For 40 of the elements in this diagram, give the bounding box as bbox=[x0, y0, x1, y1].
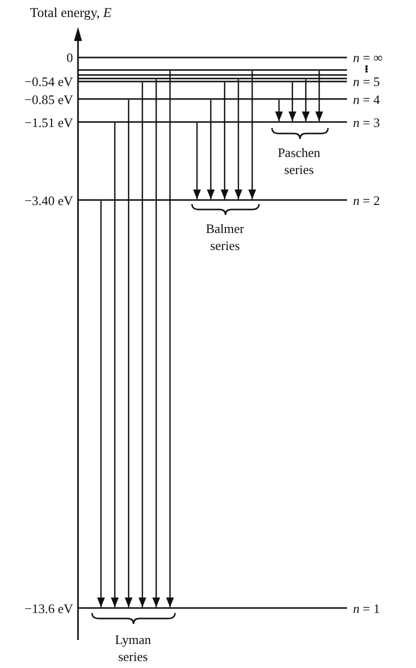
transition-arrow bbox=[275, 100, 283, 122]
energy-level-line bbox=[78, 607, 347, 609]
energy-level-line bbox=[78, 98, 347, 100]
transition-arrow bbox=[138, 82, 146, 608]
transition-arrow bbox=[248, 70, 256, 200]
transition-arrow bbox=[302, 79, 310, 122]
transition-arrow bbox=[315, 70, 324, 122]
transition-arrow bbox=[234, 79, 242, 200]
energy-level-line bbox=[78, 69, 347, 71]
energy-value: 0 bbox=[66, 51, 73, 64]
transition-arrow bbox=[166, 70, 174, 608]
quantum-number-label: n = 3 bbox=[353, 116, 380, 128]
transition-arrow bbox=[220, 82, 229, 200]
series-label: Balmer series bbox=[206, 220, 244, 254]
quantum-number-label: n = 4 bbox=[353, 92, 380, 106]
transition-arrow bbox=[206, 100, 215, 200]
series-label: Paschen series bbox=[278, 144, 320, 178]
transition-arrow bbox=[97, 200, 105, 608]
energy-level-line bbox=[78, 74, 347, 76]
energy-value: −1.51 eV bbox=[24, 116, 73, 128]
energy-value: −0.54 eV bbox=[24, 75, 73, 88]
transition-arrow bbox=[288, 82, 296, 122]
energy-level-line bbox=[78, 80, 347, 82]
axis-title: Total energy, E bbox=[30, 5, 112, 21]
energy-level-line bbox=[78, 199, 347, 201]
series-label: Lyman series bbox=[114, 631, 152, 665]
quantum-number-label: n = 2 bbox=[353, 194, 380, 206]
quantum-number-label: n = 1 bbox=[353, 602, 380, 614]
energy-level-line bbox=[78, 121, 347, 123]
quantum-number-label: n = 5 bbox=[353, 75, 380, 88]
energy-level-line bbox=[78, 78, 347, 80]
energy-value: −13.6 eV bbox=[24, 602, 73, 614]
quantum-number-label: n = ∞ bbox=[353, 51, 383, 64]
energy-value: −0.85 eV bbox=[24, 92, 73, 106]
transition-arrow bbox=[124, 100, 133, 608]
transition-arrow bbox=[193, 122, 201, 200]
transition-arrow bbox=[110, 122, 119, 608]
transition-arrow bbox=[152, 79, 160, 608]
energy-level-line bbox=[78, 56, 347, 58]
energy-value: −3.40 eV bbox=[24, 194, 73, 206]
